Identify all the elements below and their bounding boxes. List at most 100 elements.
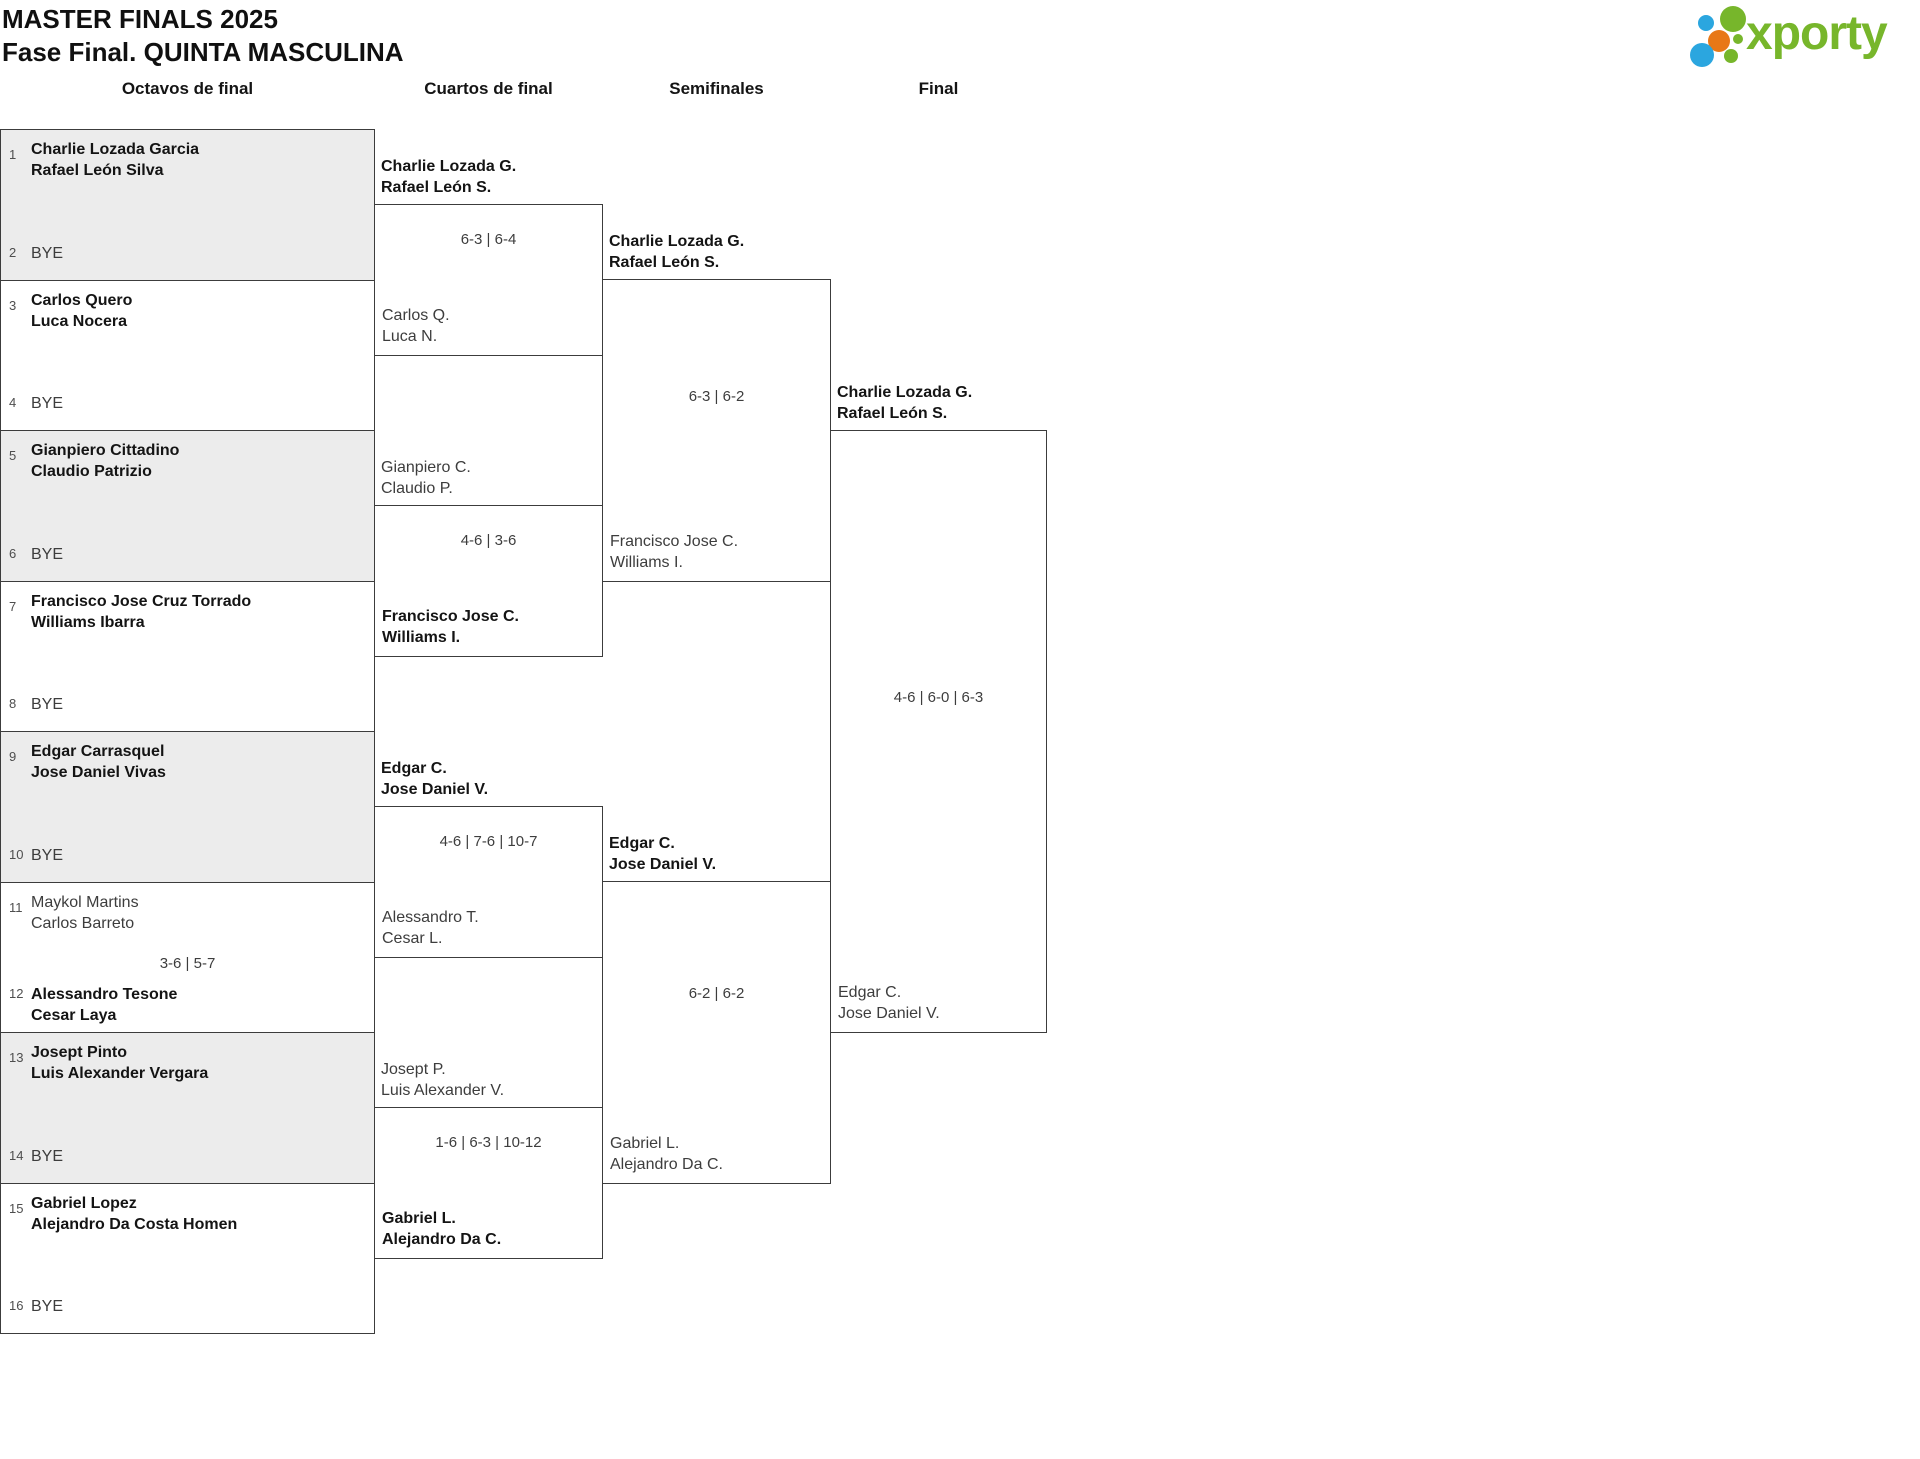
match-cuartos-2: Gianpiero C.Claudio P. 4-6 | 3-6 Francis… bbox=[374, 459, 603, 657]
match-cuartos-4: Josept P.Luis Alexander V. 1-6 | 6-3 | 1… bbox=[374, 1061, 603, 1259]
page-title: MASTER FINALS 2025 bbox=[2, 4, 278, 34]
xporty-logo[interactable]: xporty bbox=[1680, 2, 1918, 68]
bye-slot: 8 BYE bbox=[1, 694, 374, 715]
bye-slot: 2 BYE bbox=[1, 243, 374, 264]
match-score: 4-6 | 3-6 bbox=[460, 532, 517, 549]
page-subtitle: Fase Final. QUINTA MASCULINA bbox=[2, 37, 404, 67]
bye-label: BYE bbox=[31, 546, 64, 563]
seed-label: 8 bbox=[9, 696, 17, 711]
match-score: 1-6 | 6-3 | 10-12 bbox=[435, 1134, 542, 1151]
match-box: 6-3 | 6-2 Francisco Jose C.Williams I. bbox=[602, 279, 831, 582]
bye-label: BYE bbox=[31, 1298, 64, 1315]
seed-label: 14 bbox=[9, 1148, 24, 1163]
round-header-final: Final bbox=[918, 79, 959, 98]
match-box: 4-6 | 6-0 | 6-3 Edgar C.Jose Daniel V. bbox=[830, 430, 1047, 1033]
seed-label: 3 bbox=[9, 298, 17, 313]
logo-dot-orange bbox=[1708, 30, 1730, 52]
round-header-octavos: Octavos de final bbox=[121, 79, 254, 98]
bye-label: BYE bbox=[31, 847, 64, 864]
team-name: Carlos Q.Luca N. bbox=[382, 307, 450, 345]
seed-label: 4 bbox=[9, 395, 17, 410]
logo-dot-blue-large bbox=[1690, 43, 1714, 67]
match-score: 6-3 | 6-4 bbox=[460, 231, 517, 248]
seed-label: 7 bbox=[9, 599, 17, 614]
match-final: Charlie Lozada G.Rafael León S. 4-6 | 6-… bbox=[830, 384, 1047, 1033]
bye-slot: 6 BYE bbox=[1, 544, 374, 565]
bye-label: BYE bbox=[31, 395, 64, 412]
team-name: Alessandro T.Cesar L. bbox=[382, 909, 479, 947]
match-box: 6-3 | 6-4 Carlos Q.Luca N. bbox=[374, 204, 603, 356]
match-score: 4-6 | 7-6 | 10-7 bbox=[439, 833, 538, 850]
seed-label: 12 bbox=[9, 986, 24, 1001]
match-box: 1-6 | 6-3 | 10-12 Gabriel L.Alejandro Da… bbox=[374, 1107, 603, 1259]
bye-label: BYE bbox=[31, 245, 64, 262]
bye-label: BYE bbox=[31, 696, 64, 713]
team-name: Gabriel L.Alejandro Da C. bbox=[382, 1210, 502, 1248]
match-cuartos-1: Charlie Lozada G.Rafael León S. 6-3 | 6-… bbox=[374, 158, 603, 356]
bye-slot: 16 BYE bbox=[1, 1296, 374, 1317]
round-header-semifinales: Semifinales bbox=[669, 79, 764, 98]
match-box: 6-2 | 6-2 Gabriel L.Alejandro Da C. bbox=[602, 881, 831, 1184]
seed-label: 1 bbox=[9, 147, 17, 162]
team-name: Edgar C.Jose Daniel V. bbox=[381, 760, 489, 798]
seed-label: 13 bbox=[9, 1050, 24, 1065]
bye-slot: 14 BYE bbox=[1, 1146, 374, 1167]
match-score: 6-2 | 6-2 bbox=[688, 985, 745, 1002]
round-header-cuartos: Cuartos de final bbox=[424, 79, 553, 98]
team-name: Josept P.Luis Alexander V. bbox=[381, 1061, 505, 1099]
match-score: 6-3 | 6-2 bbox=[688, 388, 745, 405]
team-name: Edgar C.Jose Daniel V. bbox=[838, 984, 940, 1022]
team-name: Francisco Jose C.Williams I. bbox=[382, 608, 519, 646]
bye-slot: 4 BYE bbox=[1, 393, 374, 414]
match-semifinal-1: Charlie Lozada G.Rafael León S. 6-3 | 6-… bbox=[602, 233, 831, 582]
logo-dot-green-tiny bbox=[1733, 34, 1743, 44]
seed-label: 15 bbox=[9, 1201, 24, 1216]
seed-label: 16 bbox=[9, 1298, 24, 1313]
team-name: Edgar C.Jose Daniel V. bbox=[609, 835, 717, 873]
seed-label: 9 bbox=[9, 749, 17, 764]
match-box: 4-6 | 7-6 | 10-7 Alessandro T.Cesar L. bbox=[374, 806, 603, 958]
logo-dot-green-small bbox=[1724, 49, 1738, 63]
match-box: 4-6 | 3-6 Francisco Jose C.Williams I. bbox=[374, 505, 603, 657]
team-name: Charlie Lozada G.Rafael León S. bbox=[609, 233, 745, 271]
team-name: Gianpiero C.Claudio P. bbox=[381, 459, 471, 497]
team-name: Charlie Lozada G.Rafael León S. bbox=[837, 384, 973, 422]
seed-label: 10 bbox=[9, 847, 24, 862]
seed-label: 6 bbox=[9, 546, 17, 561]
match-semifinal-2: Edgar C.Jose Daniel V. 6-2 | 6-2 Gabriel… bbox=[602, 835, 831, 1184]
logo-dot-blue-small bbox=[1698, 15, 1714, 31]
seed-label: 2 bbox=[9, 245, 17, 260]
bye-label: BYE bbox=[31, 1148, 64, 1165]
team-name: Gabriel L.Alejandro Da C. bbox=[610, 1135, 723, 1173]
logo-dot-green-large bbox=[1720, 6, 1746, 32]
seed-label: 5 bbox=[9, 448, 17, 463]
logo-text: xporty bbox=[1746, 7, 1888, 60]
match-score: 3-6 | 5-7 bbox=[159, 955, 216, 972]
